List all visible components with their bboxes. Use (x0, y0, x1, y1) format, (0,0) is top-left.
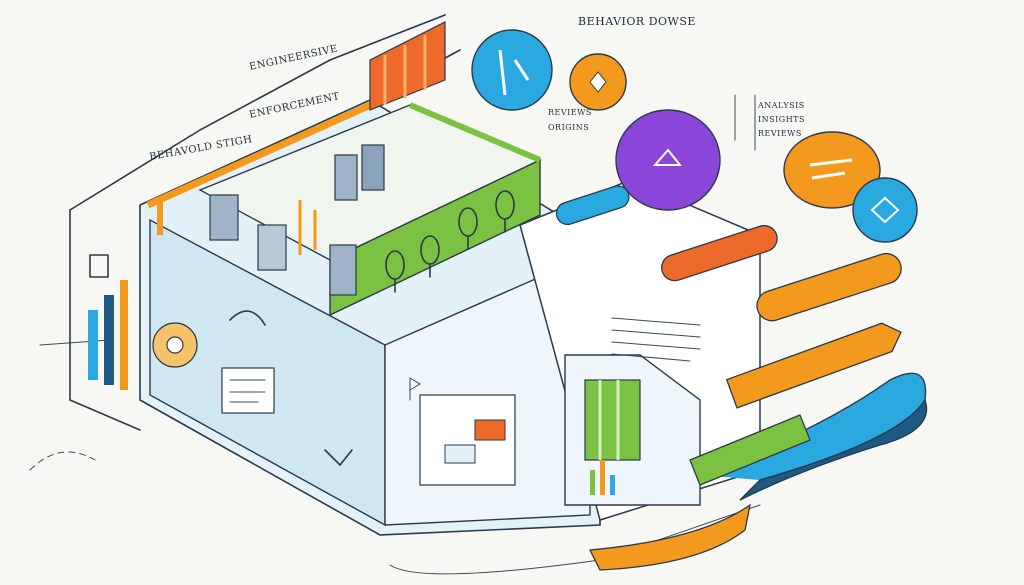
desk (474, 419, 506, 441)
chart-bar (88, 310, 98, 380)
blue-circle-badge (471, 29, 553, 111)
pencil-icon (756, 252, 902, 322)
pencil-icon (661, 224, 778, 282)
orange-speech-badge (783, 131, 881, 209)
green-ribbon (689, 414, 811, 486)
label-right-note-b: INSIGHTS (758, 115, 805, 124)
badge-line (811, 171, 846, 180)
document-icon (89, 254, 109, 278)
monitor (444, 444, 476, 464)
tree-icon (385, 250, 405, 293)
plant-sketch (324, 449, 353, 466)
orange-tower (369, 21, 446, 111)
label-left-title-a: BEHAVOLD STIGH (149, 134, 254, 163)
orange-pipes (298, 200, 317, 255)
badge-line (809, 158, 853, 167)
green-panel (584, 379, 641, 461)
label-circle-note-b: ORIGINS (548, 123, 589, 132)
capsule-bar (555, 185, 630, 226)
label-right-note: ANALYSIS (757, 101, 805, 110)
orange-trim (146, 99, 377, 209)
navy-ribbon (739, 398, 928, 501)
green-trim (408, 102, 542, 163)
server-icon (209, 144, 385, 296)
tree-icon (420, 235, 440, 278)
diamond-icon (589, 71, 607, 93)
gear-icon (152, 322, 198, 368)
text-block (611, 317, 701, 362)
triangle-icon (652, 148, 683, 166)
orange-ribbon (588, 503, 751, 571)
label-right-note-c: REVIEWS (758, 129, 802, 138)
dashed-curve (29, 451, 96, 471)
label-circle-note: REVIEWS (548, 108, 592, 117)
chart-icon (590, 460, 615, 495)
dashed-line (39, 339, 111, 346)
blue-circle-badge-right (852, 177, 918, 243)
purple-disc (615, 109, 721, 211)
outline-path (389, 504, 761, 575)
pencil-icon (498, 49, 530, 96)
tree-icon (458, 207, 478, 250)
label-top-center: BEHAVIOR DOWSE (578, 15, 696, 28)
document-icon (221, 367, 275, 414)
chart-bar (120, 280, 128, 390)
flag-pole (734, 94, 756, 151)
left-panel (69, 209, 141, 431)
chart-bar (104, 295, 114, 385)
tree-icon (495, 190, 515, 233)
diamond-icon (870, 196, 900, 224)
flag-icon (409, 377, 421, 401)
pencil-icon (725, 322, 902, 409)
plant-sketch (229, 310, 266, 326)
label-left-title-b: ENFORCEMENT (248, 91, 340, 121)
label-top-left: ENGINEERSIVE (248, 43, 339, 73)
outline-edge (69, 14, 446, 211)
